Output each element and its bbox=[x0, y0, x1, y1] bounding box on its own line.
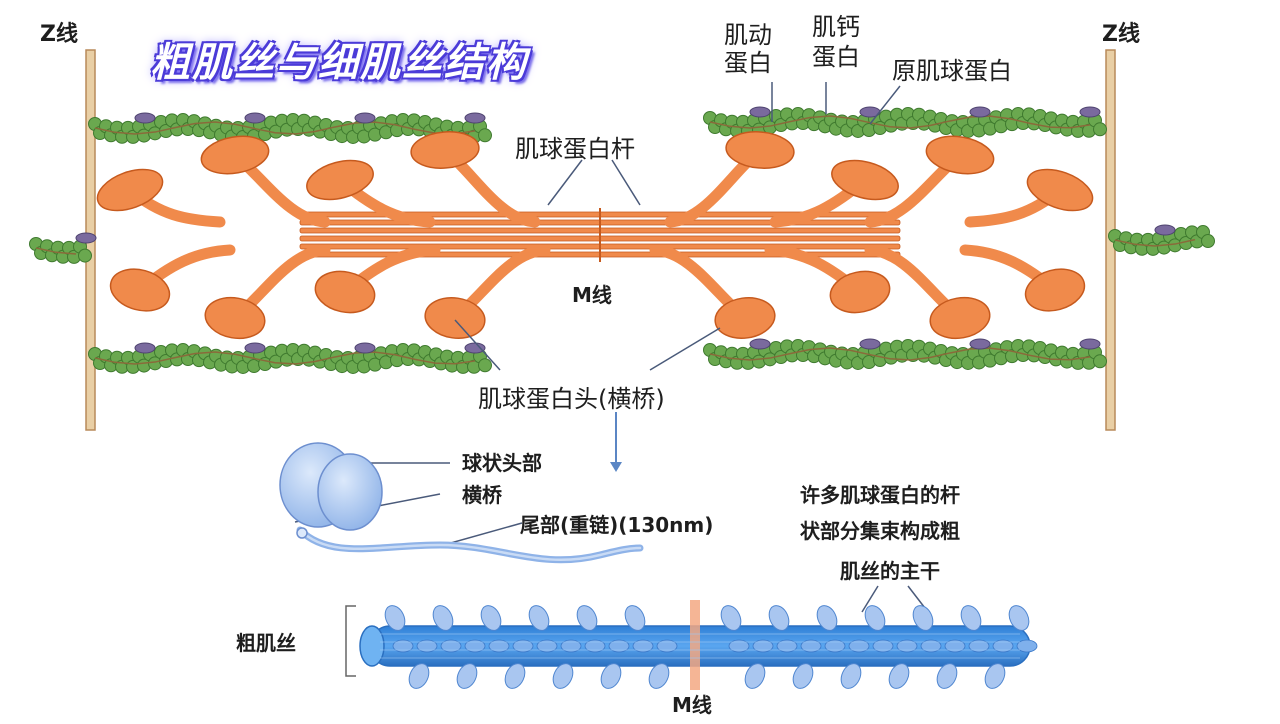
thick-filament-label: 粗肌丝 bbox=[236, 631, 296, 655]
description-line-2: 状部分集束构成粗 bbox=[800, 519, 960, 543]
myosin-rod-label: 肌球蛋白杆 bbox=[515, 135, 635, 163]
description-line-1: 许多肌球蛋白的杆 bbox=[800, 483, 960, 507]
thick-filament-bracket bbox=[345, 605, 356, 677]
cross-bridge-label: 横桥 bbox=[462, 483, 502, 507]
thin-filament-bottom-right bbox=[703, 338, 1107, 370]
troponin-label-2: 蛋白 bbox=[812, 43, 860, 71]
z-line-right-label: Z线 bbox=[1102, 22, 1140, 47]
myosin-thick-filament bbox=[96, 131, 1094, 340]
thin-filaments bbox=[29, 106, 1215, 374]
globular-head-label: 球状头部 bbox=[462, 451, 542, 475]
m-line-bottom-label: M线 bbox=[672, 693, 712, 717]
page-title: 粗肌丝与细肌丝结构 bbox=[150, 40, 528, 86]
down-arrow bbox=[610, 412, 622, 472]
thick-filament-rod bbox=[359, 600, 1038, 690]
thin-filament-bottom-left bbox=[88, 342, 492, 374]
tropomyosin-label: 原肌球蛋白 bbox=[892, 57, 1012, 85]
thin-filament-top-right bbox=[703, 106, 1107, 138]
troponin-label-1: 肌钙 bbox=[812, 13, 860, 41]
actin-label-1: 肌动 bbox=[724, 21, 772, 49]
myosin-head-label: 肌球蛋白头(横桥) bbox=[478, 385, 665, 413]
tail-label: 尾部(重链)(130nm) bbox=[520, 513, 714, 537]
thin-filament-left-stub bbox=[29, 232, 97, 264]
m-line-top-label: M线 bbox=[572, 283, 612, 307]
myosin-molecule bbox=[279, 442, 644, 564]
thin-filament-top-left bbox=[88, 112, 492, 144]
pointer-lines bbox=[294, 82, 929, 613]
m-line-marker bbox=[690, 600, 700, 690]
description-line-3: 肌丝的主干 bbox=[840, 559, 940, 583]
thin-filament-right-stub bbox=[1108, 224, 1215, 256]
z-line-left-label: Z线 bbox=[40, 22, 78, 47]
actin-label-2: 蛋白 bbox=[724, 49, 772, 77]
